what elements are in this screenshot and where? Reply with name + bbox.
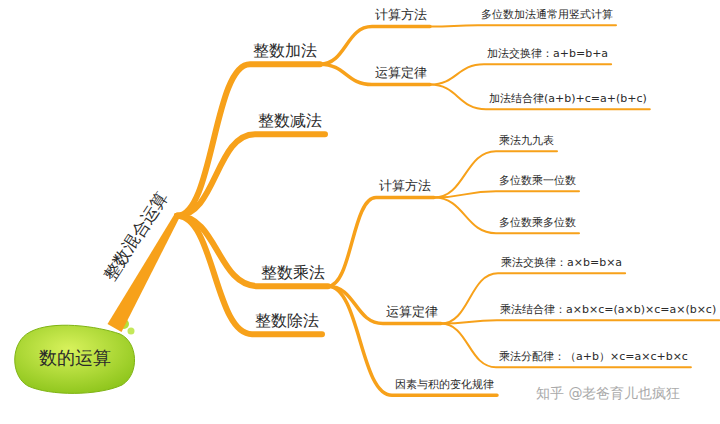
mindmap-branch bbox=[177, 134, 325, 216]
topic-text: 多位数乘多位数 bbox=[499, 216, 576, 229]
mindmap-branch bbox=[177, 64, 320, 216]
topic-text: 数的运算 bbox=[39, 347, 111, 369]
mindmap-branch bbox=[177, 216, 328, 286]
branch-topic: 乘法结合律：a×b×c=(a×b)×c=a×(b×c) bbox=[497, 302, 719, 320]
branch-topic: 乘法九九表 bbox=[496, 133, 557, 151]
mindmap-branch bbox=[434, 191, 579, 197]
branch-topic: 乘法交换律：a×b=b×a bbox=[498, 255, 625, 273]
branch-topic: 运算定律 bbox=[383, 303, 441, 324]
branch-topic: 加法结合律(a+b)+c=a+(b+c) bbox=[486, 91, 650, 109]
mindmap-branch bbox=[441, 320, 719, 323]
branch-topic: 计算方法 bbox=[372, 6, 430, 27]
topic-text: 运算定律 bbox=[386, 304, 438, 319]
mindmap-branch bbox=[441, 273, 625, 323]
branch-topic: 计算方法 bbox=[376, 177, 434, 198]
topic-text: 加法结合律(a+b)+c=a+(b+c) bbox=[489, 92, 647, 105]
branch-topic: 因素与积的变化规律 bbox=[392, 377, 497, 395]
watermark: 知乎 @老爸育儿也疯狂 bbox=[536, 385, 680, 403]
mindmap-branch bbox=[328, 286, 497, 395]
mindmap-branch bbox=[434, 198, 579, 234]
mindmap-branch bbox=[430, 85, 650, 110]
branch-topic: 多位数乘多位数 bbox=[496, 215, 579, 233]
branch-topic: 整数乘法 bbox=[258, 262, 328, 286]
topic-text: 加法交换律：a+b=b+a bbox=[487, 47, 608, 60]
topic-text: 乘法分配律：（a+b）×c=a×c+b×c bbox=[499, 350, 688, 363]
topic-text: 乘法交换律：a×b=b×a bbox=[501, 256, 622, 269]
branch-topic: 加法交换律：a+b=b+a bbox=[484, 46, 611, 64]
topic-text: 整数加法 bbox=[253, 41, 317, 60]
topic-text: 乘法九九表 bbox=[499, 134, 554, 147]
trunk-topic: 整数混合运算 bbox=[97, 184, 177, 288]
topic-text: 整数除法 bbox=[255, 311, 319, 330]
mindmap-branch bbox=[328, 198, 434, 287]
topic-text: 因素与积的变化规律 bbox=[395, 378, 494, 391]
mindmap-branch bbox=[430, 25, 616, 26]
branch-topic: 多位数加法通常用竖式计算 bbox=[478, 7, 616, 25]
topic-text: 整数混合运算 bbox=[99, 188, 171, 284]
root-blob: 数的运算 bbox=[12, 322, 137, 394]
mindmap-branch bbox=[328, 286, 441, 323]
branch-topic: 多位数乘一位数 bbox=[496, 173, 579, 191]
mindmap-branch bbox=[320, 64, 430, 84]
topic-text: 整数乘法 bbox=[261, 263, 325, 282]
topic-text: 整数减法 bbox=[258, 111, 322, 130]
topic-text: 计算方法 bbox=[379, 178, 431, 193]
topic-text: 乘法结合律：a×b×c=(a×b)×c=a×(b×c) bbox=[500, 303, 716, 316]
branch-topic: 整数减法 bbox=[255, 110, 325, 134]
topic-text: 运算定律 bbox=[375, 65, 427, 80]
mindmap-branch bbox=[441, 324, 691, 368]
branch-topic: 运算定律 bbox=[372, 64, 430, 85]
mindmap-branch bbox=[320, 27, 430, 65]
topic-text: 计算方法 bbox=[375, 7, 427, 22]
branch-topic: 整数加法 bbox=[250, 40, 320, 64]
branch-topic: 整数除法 bbox=[252, 310, 322, 334]
decor-dot bbox=[128, 328, 135, 335]
topic-text: 多位数乘一位数 bbox=[499, 174, 576, 187]
topic-text: 多位数加法通常用竖式计算 bbox=[481, 8, 613, 21]
branch-topic: 乘法分配律：（a+b）×c=a×c+b×c bbox=[496, 349, 691, 367]
mindmap-branch bbox=[430, 64, 611, 84]
